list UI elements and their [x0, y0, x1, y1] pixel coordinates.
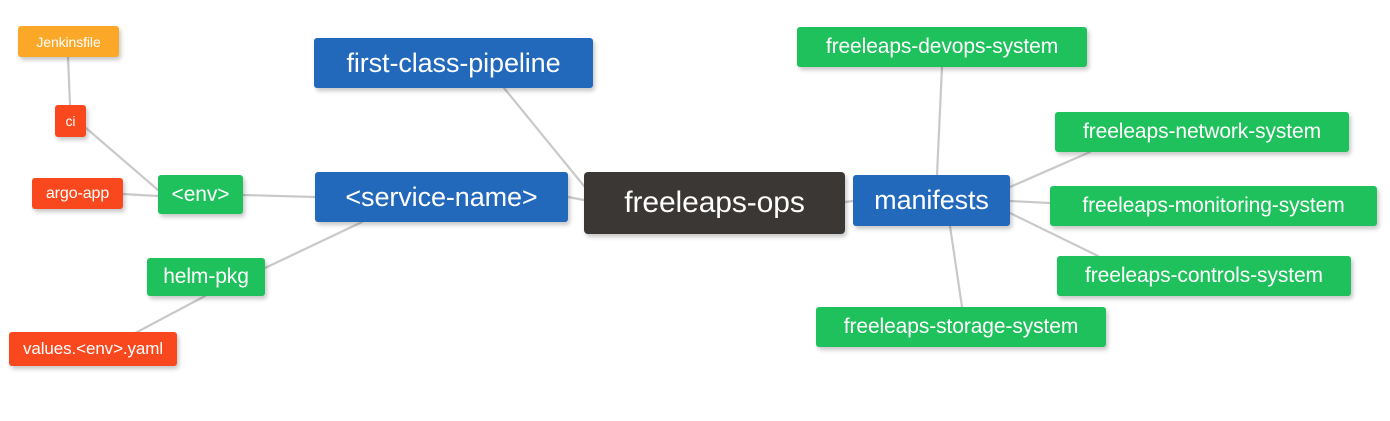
- edge-root-to-service-name: [566, 195, 586, 202]
- node-service-name[interactable]: <service-name>: [315, 172, 568, 222]
- node-values-yaml[interactable]: values.<env>.yaml: [9, 332, 177, 366]
- edge-service-name-to-helm-pkg: [263, 220, 364, 270]
- node-env[interactable]: <env>: [158, 175, 243, 214]
- node-first-class-pipeline[interactable]: first-class-pipeline: [314, 38, 593, 88]
- node-controls-system[interactable]: freeleaps-controls-system: [1057, 256, 1351, 296]
- node-argo-app[interactable]: argo-app: [32, 178, 123, 209]
- node-devops-system[interactable]: freeleaps-devops-system: [797, 27, 1087, 67]
- edge-manifests-to-devops-system: [935, 65, 944, 177]
- node-ci[interactable]: ci: [55, 105, 86, 137]
- node-jenkinsfile[interactable]: Jenkinsfile: [18, 26, 119, 57]
- node-root[interactable]: freeleaps-ops: [584, 172, 845, 234]
- edge-manifests-to-storage-system: [948, 224, 964, 309]
- node-network-system[interactable]: freeleaps-network-system: [1055, 112, 1349, 152]
- node-helm-pkg[interactable]: helm-pkg: [147, 258, 265, 296]
- edge-root-to-manifests: [843, 199, 855, 204]
- node-monitoring-system[interactable]: freeleaps-monitoring-system: [1050, 186, 1377, 226]
- edge-service-name-to-env: [241, 193, 317, 199]
- edge-env-to-argo-app: [121, 192, 160, 198]
- edge-ci-to-jenkinsfile: [66, 55, 72, 107]
- edge-manifests-to-network-system: [1008, 150, 1092, 189]
- node-storage-system[interactable]: freeleaps-storage-system: [816, 307, 1106, 347]
- edge-manifests-to-monitoring-system: [1008, 199, 1052, 205]
- node-manifests[interactable]: manifests: [853, 175, 1010, 226]
